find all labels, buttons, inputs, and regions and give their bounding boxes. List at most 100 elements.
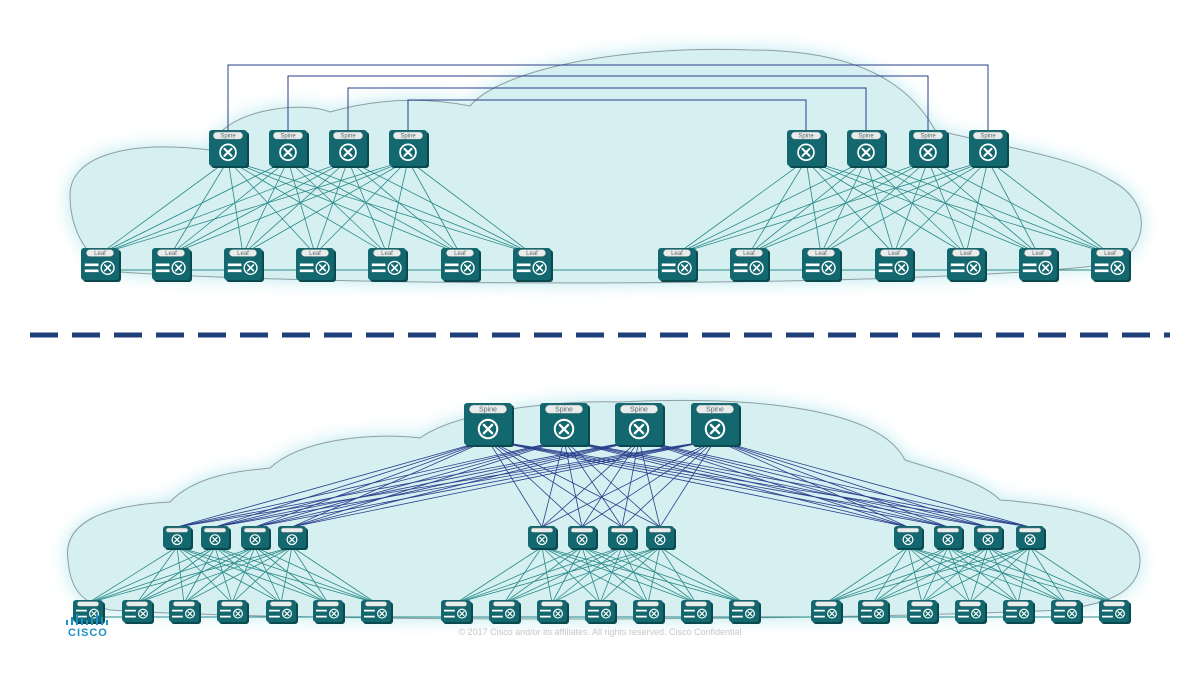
device-tag-label: Spine xyxy=(980,134,996,140)
spine-switch[interactable]: Spine xyxy=(847,130,887,168)
leaf-switch[interactable]: Leaf xyxy=(441,248,481,282)
leaf-switch[interactable]: Leaf xyxy=(1019,248,1059,282)
leaf-switch[interactable]: Leaf xyxy=(658,248,698,282)
spine-switch[interactable] xyxy=(934,526,964,550)
spine-switch[interactable] xyxy=(568,526,598,550)
spine-leaf-link xyxy=(921,546,989,604)
device-tag xyxy=(972,131,1004,140)
spine-switch[interactable]: Spine xyxy=(389,130,429,168)
spine-switch[interactable] xyxy=(201,526,231,550)
spine-leaf-link xyxy=(176,546,233,604)
leaf-switch[interactable]: Leaf xyxy=(947,248,987,282)
spine-leaf-link xyxy=(291,546,377,604)
leaf-switch[interactable]: Leaf xyxy=(513,248,553,282)
spine-switch[interactable]: Spine xyxy=(464,403,514,447)
leaf-switch[interactable]: Leaf xyxy=(1091,248,1131,282)
leaf-switch[interactable] xyxy=(537,600,569,624)
leaf-switch[interactable] xyxy=(681,600,713,624)
leaf-switch[interactable]: Leaf xyxy=(730,248,770,282)
spine-switch[interactable]: Spine xyxy=(691,403,741,447)
leaf-switch[interactable] xyxy=(1099,600,1131,624)
arrows-icon xyxy=(636,609,647,618)
spine-leaf-link xyxy=(825,546,909,604)
device-tag xyxy=(332,131,364,140)
spine-switch[interactable]: Spine xyxy=(540,403,590,447)
spine-switch[interactable] xyxy=(1016,526,1046,550)
x-arrows-icon xyxy=(252,536,258,543)
leaf-switch[interactable]: Leaf xyxy=(296,248,336,282)
superspine-spine-link xyxy=(714,439,909,528)
device-tag-label: Leaf xyxy=(960,251,972,257)
arrows-icon xyxy=(516,263,531,273)
spine-leaf-link xyxy=(825,546,949,604)
leaf-switch[interactable]: Leaf xyxy=(875,248,915,282)
device-tag xyxy=(220,601,244,607)
x-circle-icon xyxy=(399,143,417,162)
leaf-switch[interactable]: Leaf xyxy=(81,248,121,282)
x-circle-icon xyxy=(1114,608,1125,619)
leaf-switch[interactable] xyxy=(489,600,521,624)
spine-switch[interactable]: Spine xyxy=(787,130,827,168)
spine-switch[interactable] xyxy=(974,526,1004,550)
spine-leaf-link xyxy=(455,546,661,604)
leaf-switch[interactable] xyxy=(633,600,665,624)
superspine-spine-link xyxy=(621,439,640,528)
spine-leaf-link xyxy=(503,546,661,604)
spine-switch[interactable] xyxy=(646,526,676,550)
leaf-switch[interactable] xyxy=(729,600,761,624)
spine-leaf-link xyxy=(347,159,533,255)
device-tag xyxy=(446,249,474,257)
leaf-switch[interactable] xyxy=(266,600,298,624)
superspine-spine-link xyxy=(563,439,1031,528)
superspine-spine-link xyxy=(563,439,909,528)
spine-switch[interactable] xyxy=(278,526,308,550)
x-circle-icon xyxy=(460,260,475,275)
spine-switch[interactable] xyxy=(528,526,558,550)
spine-switch[interactable]: Spine xyxy=(269,130,309,168)
spine-switch[interactable] xyxy=(894,526,924,550)
leaf-switch[interactable] xyxy=(313,600,345,624)
arrows-icon xyxy=(84,263,99,273)
leaf-switch[interactable] xyxy=(122,600,154,624)
spine-leaf-link xyxy=(242,159,349,255)
spine-leaf-link xyxy=(227,159,316,255)
superspine-spine-link xyxy=(487,439,909,528)
leaf-switch[interactable] xyxy=(907,600,939,624)
spine-leaf-link xyxy=(872,546,949,604)
leaf-switch[interactable] xyxy=(858,600,890,624)
spine-switch[interactable] xyxy=(608,526,638,550)
spine-switch[interactable] xyxy=(241,526,271,550)
spine-switch[interactable]: Spine xyxy=(329,130,369,168)
leaf-switch[interactable] xyxy=(169,600,201,624)
leaf-switch[interactable] xyxy=(361,600,393,624)
leaf-switch[interactable]: Leaf xyxy=(224,248,264,282)
spine-leaf-link xyxy=(659,546,697,604)
spine-leaf-link xyxy=(455,546,623,604)
superspine-spine-link xyxy=(714,439,949,528)
spine-leaf-link xyxy=(551,546,623,604)
leaf-switch[interactable] xyxy=(955,600,987,624)
x-circle-icon xyxy=(505,608,516,619)
spine-switch[interactable]: Spine xyxy=(209,130,249,168)
leaf-switch[interactable]: Leaf xyxy=(152,248,192,282)
spine-switch[interactable]: Spine xyxy=(615,403,665,447)
leaf-switch[interactable] xyxy=(1051,600,1083,624)
spine-leaf-link xyxy=(907,546,1067,604)
leaf-switch[interactable] xyxy=(1003,600,1035,624)
x-arrows-icon xyxy=(619,536,625,543)
leaf-switch[interactable] xyxy=(441,600,473,624)
leaf-switch[interactable]: Leaf xyxy=(802,248,842,282)
superspine-spine-link xyxy=(291,439,716,528)
spine-leaf-link xyxy=(170,159,289,255)
leaf-switch[interactable] xyxy=(811,600,843,624)
leaf-switch[interactable]: Leaf xyxy=(368,248,408,282)
spine-switch[interactable]: Spine xyxy=(909,130,949,168)
leaf-switch[interactable] xyxy=(217,600,249,624)
x-circle-icon xyxy=(628,418,650,440)
spine-switch[interactable]: Spine xyxy=(969,130,1009,168)
spine-switch[interactable] xyxy=(163,526,193,550)
device-tag xyxy=(896,527,920,533)
leaf-switch[interactable] xyxy=(585,600,617,624)
spine-leaf-link xyxy=(183,546,293,604)
